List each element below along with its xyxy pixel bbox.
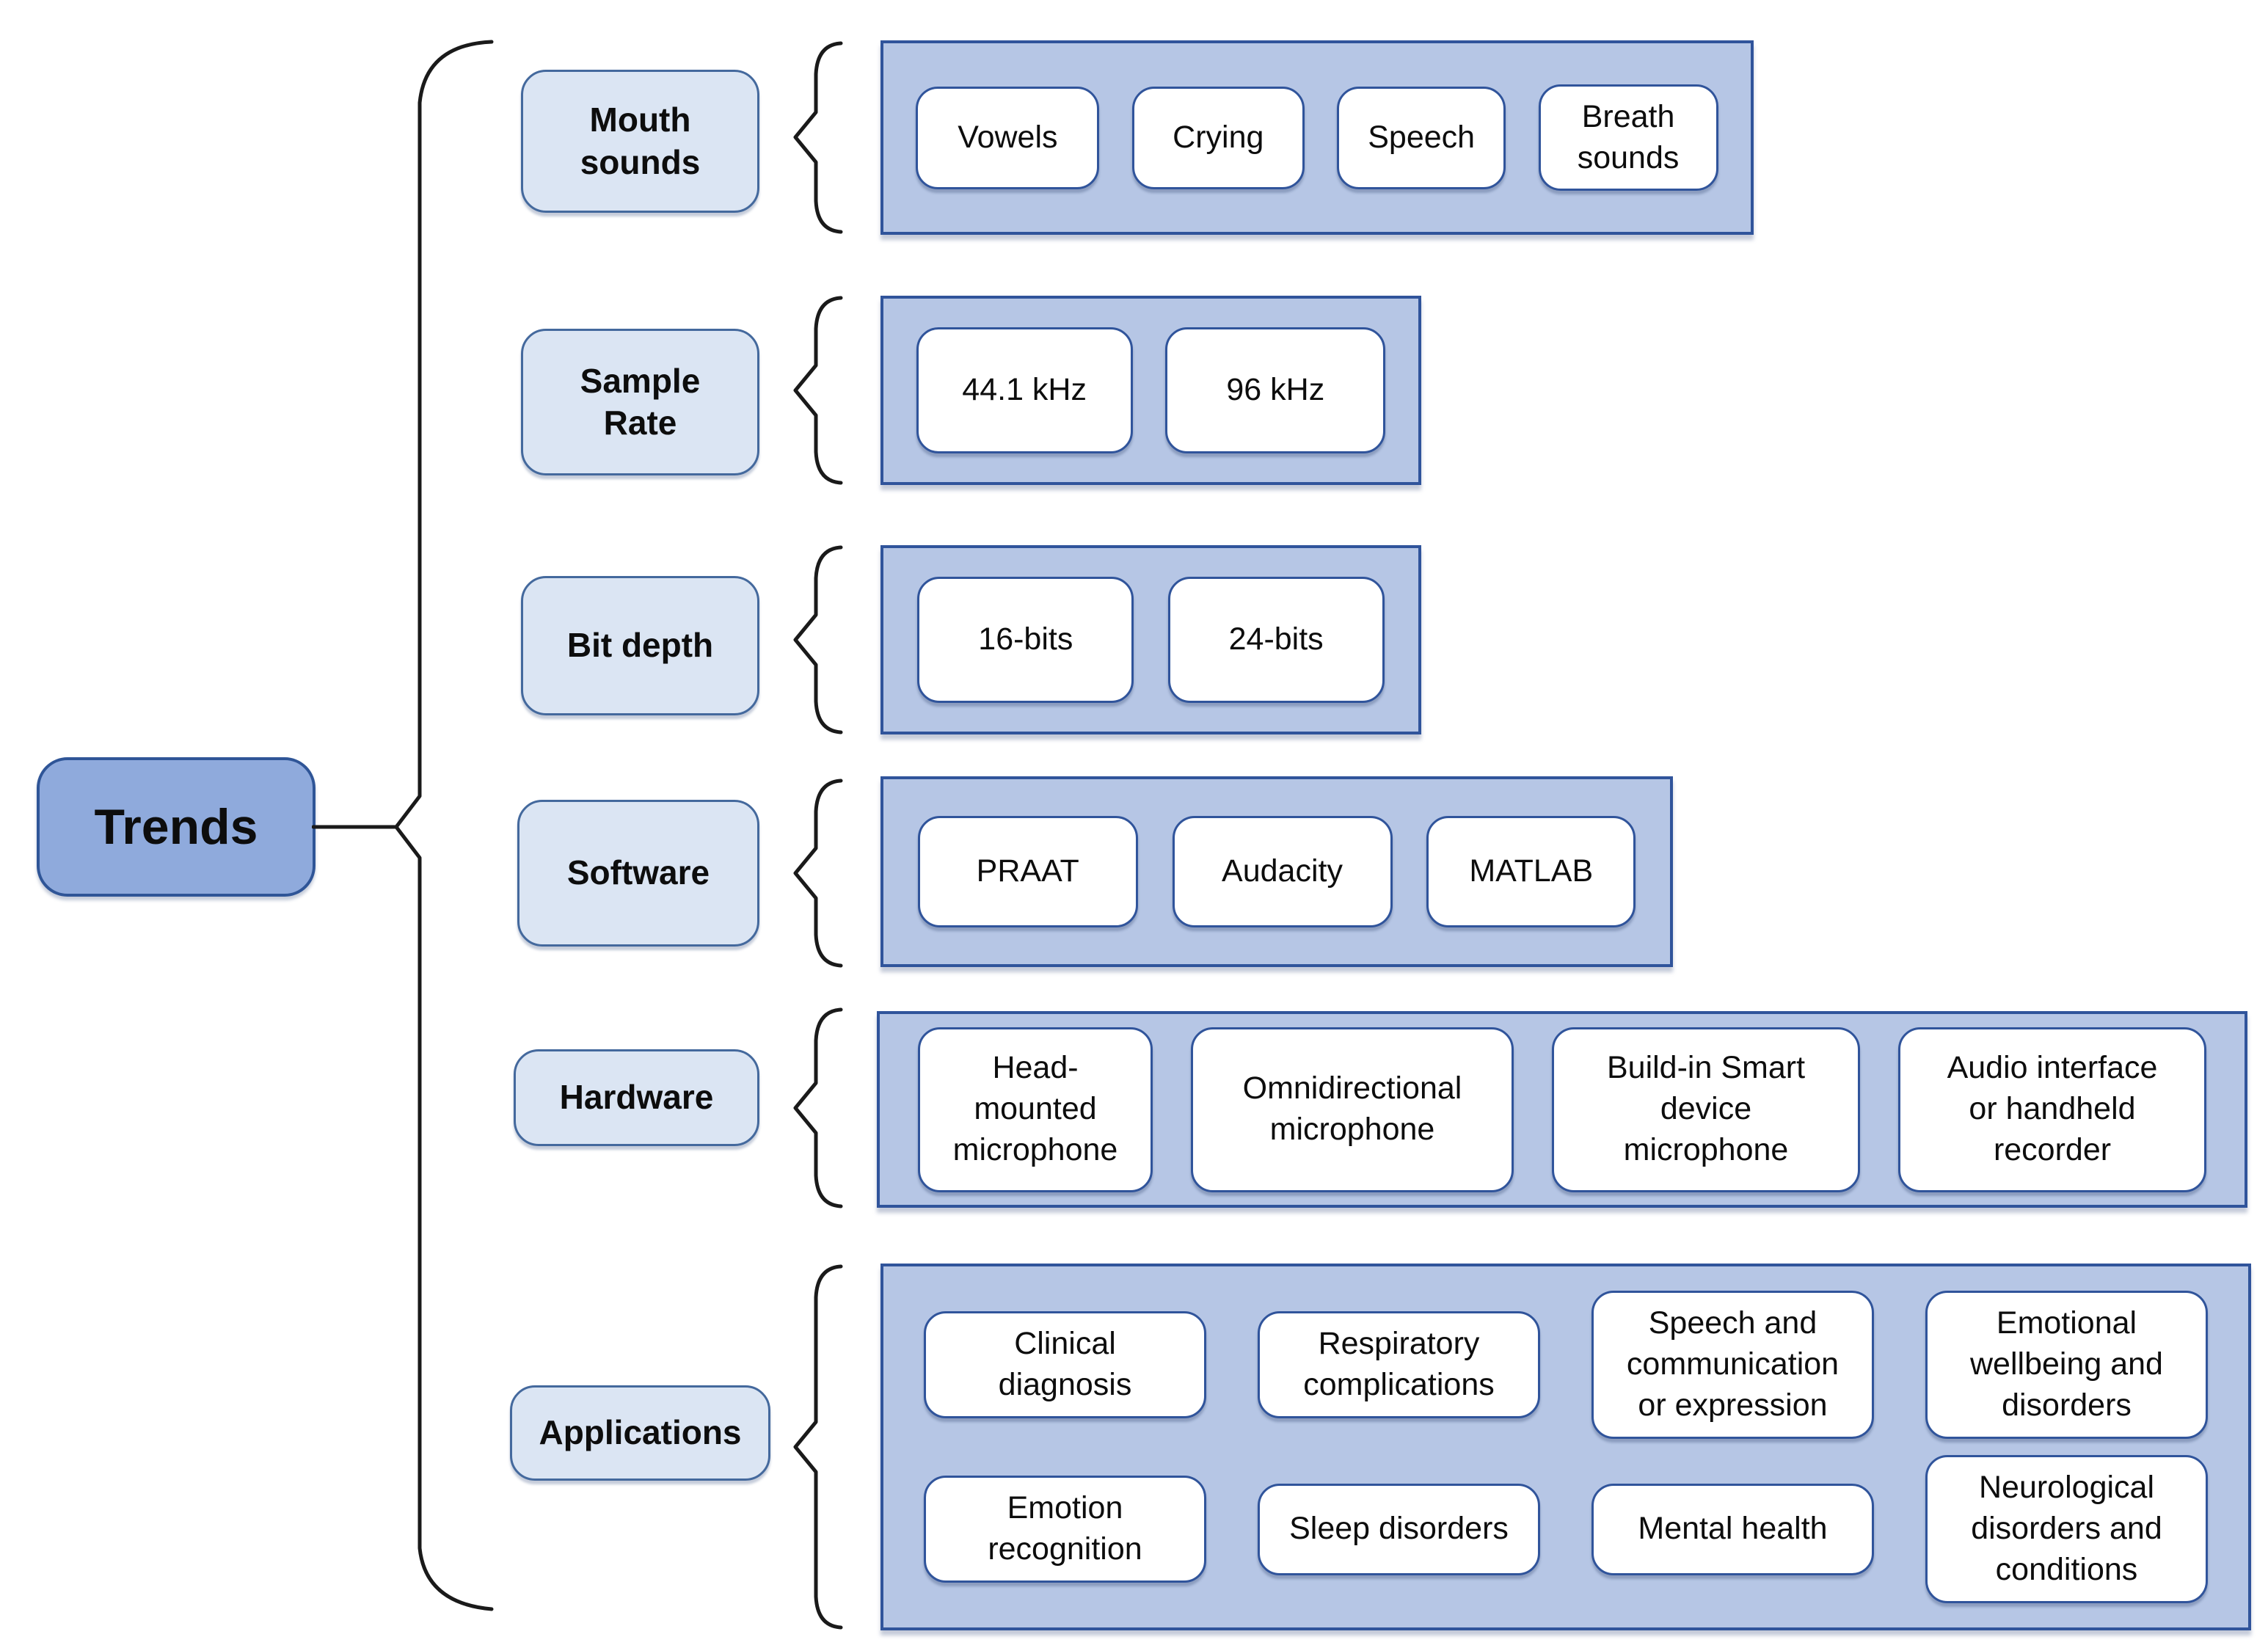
item-label: Audacity [1222, 853, 1343, 889]
item-node: Clinical diagnosis [924, 1311, 1206, 1418]
item-node: Audio interface or handheld recorder [1898, 1027, 2206, 1192]
item-label: Head-mounted microphone [952, 1050, 1118, 1167]
root-node-trends: Trends [37, 757, 316, 897]
branch-label-text: Software [566, 853, 710, 892]
main-curly-brace [312, 40, 494, 1611]
branch-label-text: Bit depth [566, 626, 714, 665]
item-label: Respiratory complications [1303, 1326, 1495, 1402]
item-label: Build-in Smart device microphone [1606, 1050, 1806, 1167]
items-container-sample-rate: 44.1 kHz 96 kHz [880, 296, 1421, 485]
branch-label-text: Applications [539, 1413, 742, 1452]
item-label: 96 kHz [1226, 372, 1325, 408]
items-container-software: PRAAT Audacity MATLAB [880, 776, 1673, 967]
items-container-mouth-sounds: Vowels Crying Speech Breath sounds [880, 40, 1754, 235]
item-node: Mental health [1591, 1483, 1874, 1575]
item-node: Vowels [916, 86, 1100, 189]
item-node: 96 kHz [1165, 327, 1386, 453]
items-container-applications: Clinical diagnosis Respiratory complicat… [880, 1264, 2251, 1630]
item-node: Breath sounds [1538, 84, 1718, 192]
root-label: Trends [94, 799, 258, 855]
branch-label-sample-rate: Sample Rate [521, 329, 759, 475]
item-node: 24-bits [1167, 577, 1385, 703]
item-label: Mental health [1638, 1511, 1828, 1547]
item-label: Neurological disorders and conditions [1971, 1470, 2162, 1587]
item-label: Audio interface or handheld recorder [1947, 1050, 2158, 1167]
item-node: Speech [1337, 86, 1506, 189]
item-node: Build-in Smart device microphone [1552, 1027, 1860, 1192]
item-label: 44.1 kHz [962, 372, 1087, 408]
item-node: PRAAT [917, 816, 1138, 927]
item-label: 24-bits [1228, 621, 1324, 657]
item-label: Vowels [958, 119, 1058, 155]
item-label: Speech [1368, 119, 1476, 155]
item-label: 16-bits [978, 621, 1073, 657]
curly-brace-hardware [793, 1007, 843, 1208]
item-node: Respiratory complications [1258, 1311, 1540, 1418]
branch-label-mouth-sounds: Mouth sounds [521, 70, 759, 213]
item-node: 16-bits [917, 577, 1134, 703]
branch-label-text: Mouth sounds [580, 101, 701, 181]
curly-brace-sample-rate [793, 296, 843, 485]
curly-brace-software [793, 779, 843, 968]
curly-brace-mouth-sounds [793, 41, 843, 234]
item-node: Omnidirectional microphone [1191, 1027, 1514, 1192]
item-node: MATLAB [1426, 816, 1636, 927]
item-node: Head-mounted microphone [918, 1027, 1153, 1192]
item-label: Emotion recognition [988, 1490, 1142, 1567]
item-label: MATLAB [1469, 853, 1594, 889]
item-node: Emotion recognition [924, 1476, 1206, 1583]
item-label: Crying [1173, 119, 1264, 155]
item-label: Speech and communication or expression [1626, 1305, 1839, 1423]
branch-label-software: Software [517, 800, 759, 947]
branch-label-text: Hardware [559, 1078, 714, 1117]
branch-label-text: Sample Rate [580, 361, 701, 442]
item-label: Clinical diagnosis [998, 1326, 1132, 1402]
curly-brace-applications [793, 1264, 843, 1630]
item-node: Audacity [1172, 816, 1393, 927]
item-node: 44.1 kHz [916, 327, 1133, 453]
item-label: PRAAT [976, 853, 1079, 889]
branch-label-hardware: Hardware [514, 1049, 759, 1146]
item-label: Breath sounds [1577, 98, 1680, 175]
item-label: Sleep disorders [1289, 1511, 1509, 1547]
item-label: Omnidirectional microphone [1242, 1071, 1462, 1147]
item-label: Emotional wellbeing and disorders [1970, 1305, 2163, 1423]
item-node: Crying [1131, 86, 1305, 189]
items-container-bit-depth: 16-bits 24-bits [880, 545, 1421, 734]
items-container-hardware: Head-mounted microphone Omnidirectional … [877, 1011, 2247, 1208]
item-node: Emotional wellbeing and disorders [1925, 1291, 2208, 1439]
item-node: Sleep disorders [1258, 1483, 1540, 1575]
item-node: Neurological disorders and conditions [1925, 1455, 2208, 1603]
curly-brace-bit-depth [793, 545, 843, 734]
branch-label-applications: Applications [510, 1385, 770, 1481]
item-node: Speech and communication or expression [1591, 1291, 1874, 1439]
branch-label-bit-depth: Bit depth [521, 576, 759, 715]
